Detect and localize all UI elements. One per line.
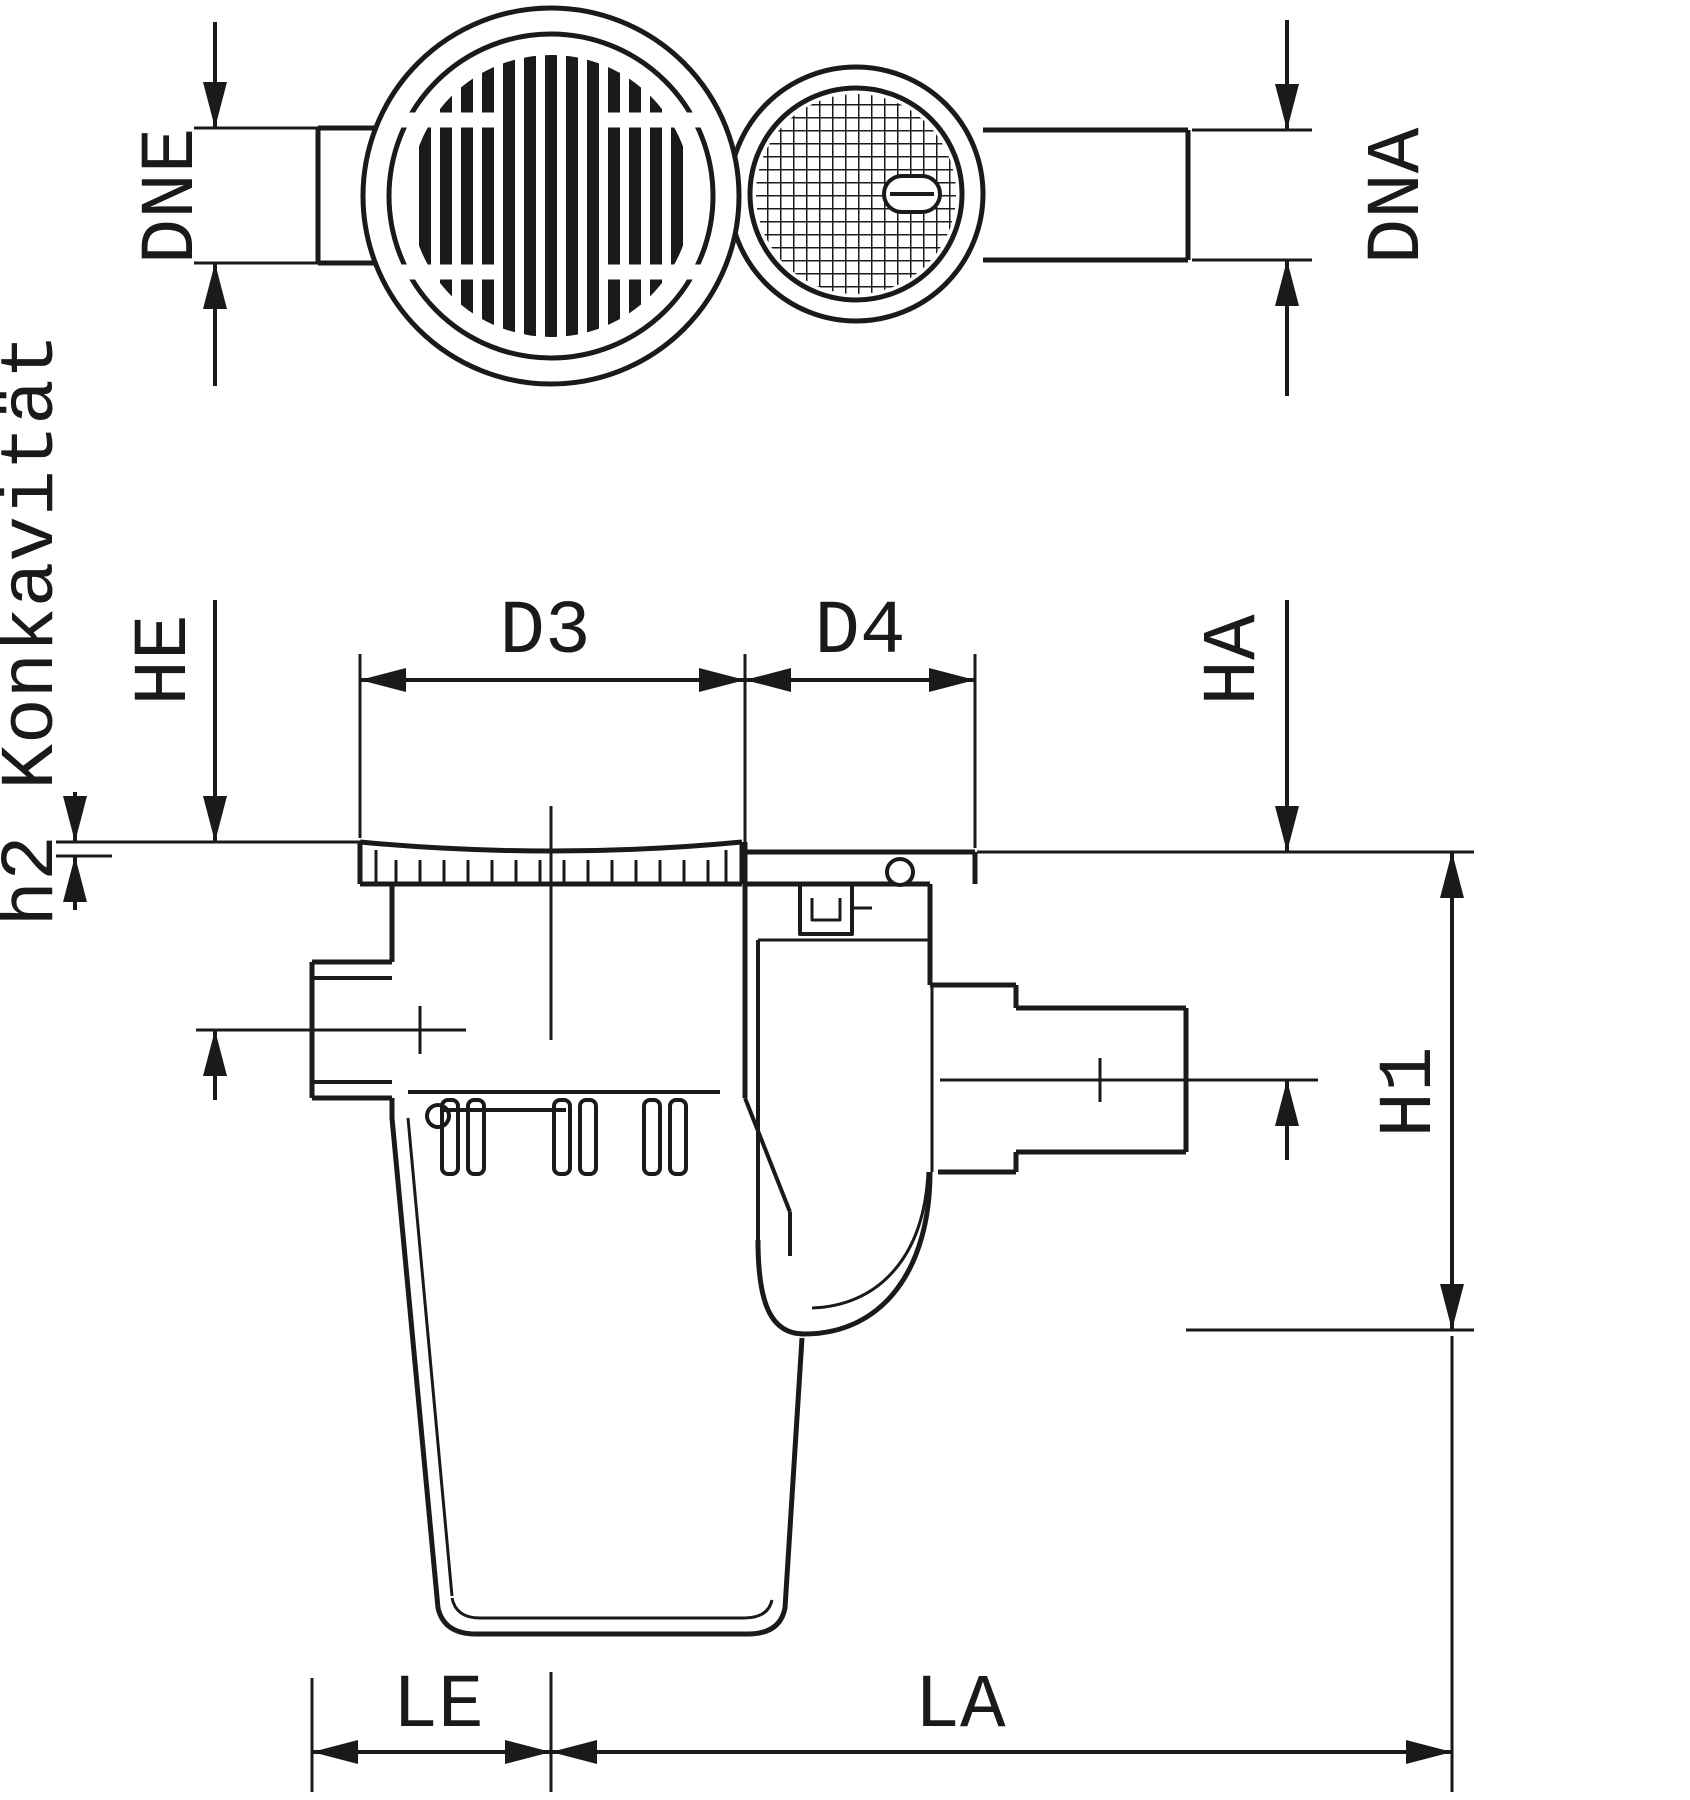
grate-inner-rim	[386, 31, 716, 361]
dimension-dna: DNA	[1192, 20, 1441, 396]
dim-label-la: LA	[914, 1663, 1006, 1749]
section-view: h2 Konkavität HE D3 D4 HA	[0, 334, 1474, 1792]
sump-body-outline	[389, 1098, 805, 1637]
outlet-stub-top	[983, 127, 1191, 263]
dimension-le: LE	[310, 1663, 553, 1792]
dimension-d4: D4	[745, 589, 977, 848]
dimension-d3: D3	[358, 589, 747, 848]
dimension-dne: DNE	[129, 22, 318, 386]
dimension-he: HE	[122, 600, 227, 1100]
dim-label-he: HE	[122, 614, 208, 705]
dimension-h1: H1	[1186, 852, 1474, 1332]
dim-label-dna: DNA	[1355, 127, 1441, 264]
dim-label-d4: D4	[814, 589, 905, 675]
dim-label-d3: D3	[499, 589, 590, 675]
top-view: DNE DNA	[129, 5, 1441, 396]
centerlines	[196, 806, 1318, 1102]
dim-label-ha: HA	[1191, 614, 1277, 706]
cover-bolt	[885, 857, 915, 887]
inlet-pipe-section	[309, 959, 392, 1101]
trap-housing	[742, 884, 934, 1337]
outlet-centerline	[940, 1058, 1318, 1102]
grate-slat-edge-mask	[400, 45, 702, 347]
bucket-slots	[408, 1090, 720, 1176]
trap-elbow-outer	[755, 1171, 933, 1337]
dim-label-h1: H1	[1367, 1046, 1453, 1137]
dimension-ha: HA	[977, 600, 1474, 1160]
trap-cover-section	[742, 842, 978, 942]
sieve-circle	[726, 64, 986, 324]
cover-bracket	[798, 884, 854, 936]
bucket-handle	[425, 1103, 566, 1129]
dim-label-dne: DNE	[129, 128, 215, 265]
dim-label-h2-konkavitaet: h2 Konkavität	[0, 334, 75, 927]
dimension-la: LA	[551, 1336, 1454, 1792]
inlet-centerline	[196, 1006, 466, 1054]
inlet-stub-top	[315, 125, 382, 266]
sump-section	[309, 884, 805, 1637]
dim-label-le: LE	[392, 1663, 483, 1749]
grate-circle	[360, 5, 742, 387]
grate-teeth	[394, 860, 710, 882]
sieve-mesh	[756, 94, 956, 294]
sieve-inner-rim	[747, 85, 965, 303]
dimension-h2: h2 Konkavität	[0, 334, 360, 927]
grate-slat-gaps	[398, 112, 704, 280]
